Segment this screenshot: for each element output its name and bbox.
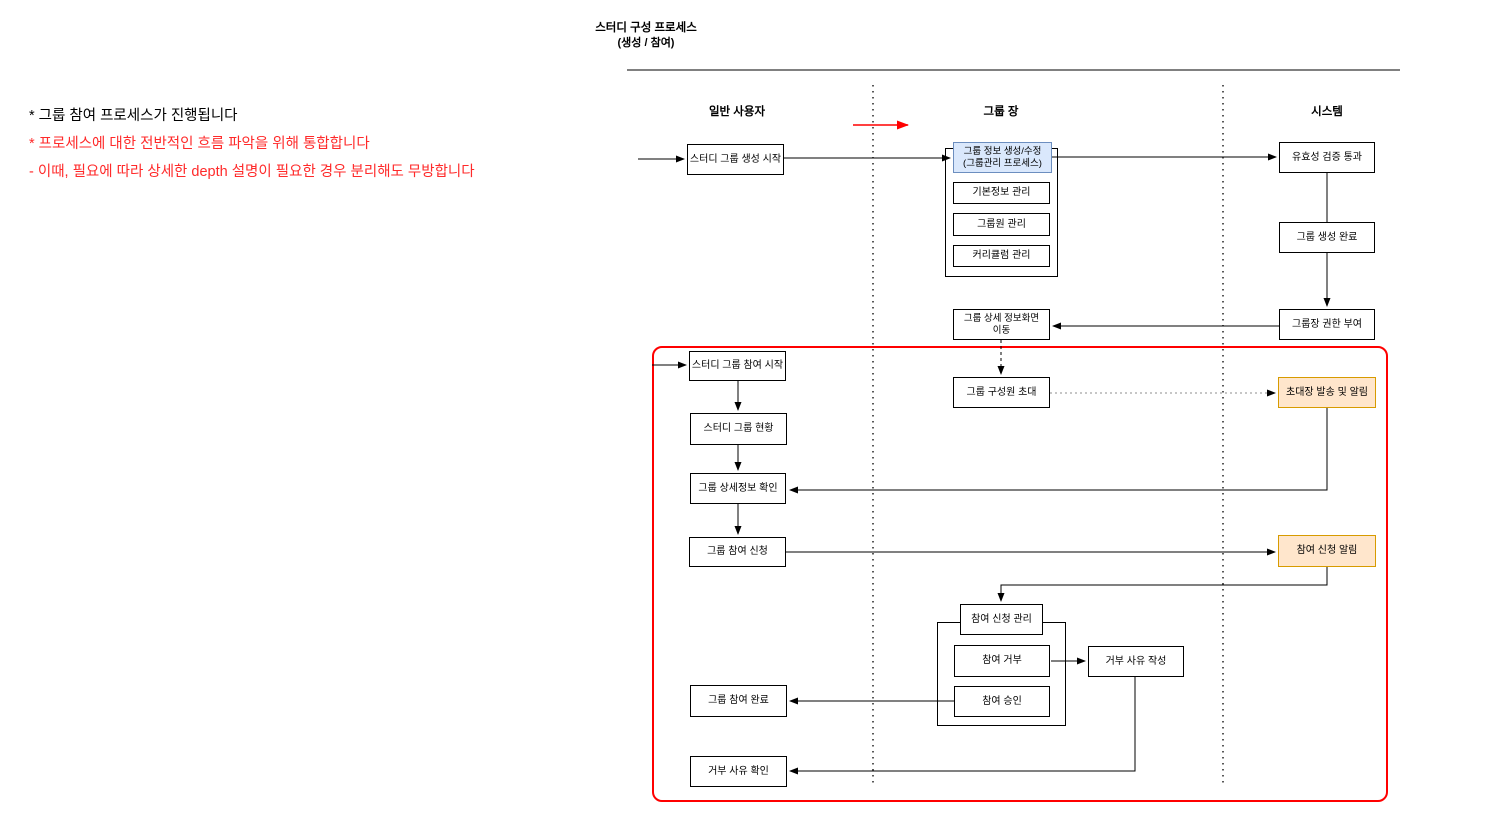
edge-invite-notify-to-detail-check (789, 408, 1328, 494)
note-line-3: - 이때, 필요에 따라 상세한 depth 설명이 필요한 경우 분리해도 무… (29, 164, 475, 180)
note-line-1: * 그룹 참여 프로세스가 진행됩니다 (29, 108, 238, 124)
node-join-request: 그룹 참여 신청 (689, 537, 786, 567)
diagram-title-line1: 스터디 구성 프로세스 (595, 22, 697, 34)
edge-join-notify-to-request-mgmt (997, 567, 1328, 602)
node-reject-reason-write: 거부 사유 작성 (1088, 646, 1184, 677)
node-join-start: 스터디 그룹 참여 시작 (689, 351, 786, 381)
join-process-red-frame (652, 346, 1388, 802)
annotation-notes: * 그룹 참여 프로세스가 진행됩니다 * 프로세스에 대한 전반적인 흐름 파… (29, 102, 475, 186)
node-group-status: 스터디 그룹 현황 (690, 413, 787, 445)
node-join-approve: 참여 승인 (954, 686, 1050, 717)
node-detail-screen-line1: 그룹 상세 정보화면 (963, 312, 1040, 324)
node-group-info: 그룹 정보 생성/수정 (그룹관리 프로세스) (953, 142, 1052, 173)
node-reject-reason-check: 거부 사유 확인 (690, 756, 787, 787)
node-group-info-line1: 그룹 정보 생성/수정 (963, 145, 1042, 157)
note-line-2: * 프로세스에 대한 전반적인 흐름 파악을 위해 통합합니다 (29, 136, 370, 152)
diagram-title-line2: (생성 / 참여) (617, 37, 675, 49)
node-join-done: 그룹 참여 완료 (690, 685, 787, 717)
node-join-reject: 참여 거부 (954, 645, 1050, 677)
lane-header-system: 시스템 (1311, 106, 1343, 118)
node-curriculum-mgmt: 커리큘럼 관리 (953, 245, 1050, 267)
node-detail-screen-line2: 이동 (992, 324, 1011, 336)
node-detail-screen-move: 그룹 상세 정보화면 이동 (953, 309, 1050, 340)
node-join-request-notify: 참여 신청 알림 (1278, 535, 1376, 567)
node-join-request-mgmt: 참여 신청 관리 (960, 604, 1043, 635)
node-detail-check: 그룹 상세정보 확인 (690, 473, 786, 504)
node-invite-members: 그룹 구성원 초대 (953, 377, 1050, 408)
node-create-done: 그룹 생성 완료 (1279, 222, 1375, 253)
edge-reason-write-to-reason-check (789, 677, 1136, 775)
diagram-title: 스터디 구성 프로세스 (생성 / 참여) (540, 21, 752, 51)
node-create-start: 스터디 그룹 생성 시작 (687, 144, 784, 175)
node-member-mgmt: 그룹원 관리 (953, 213, 1050, 236)
node-grant-leader-role: 그룹장 권한 부여 (1279, 309, 1375, 340)
lane-header-general-user: 일반 사용자 (708, 106, 766, 118)
lane-header-group-leader: 그룹 장 (983, 106, 1019, 118)
node-group-info-line2: (그룹관리 프로세스) (963, 157, 1042, 169)
node-basic-info-mgmt: 기본정보 관리 (953, 182, 1050, 204)
node-invite-send-notify: 초대장 발송 및 알림 (1278, 377, 1376, 408)
node-validation-pass: 유효성 검증 통과 (1279, 142, 1375, 173)
